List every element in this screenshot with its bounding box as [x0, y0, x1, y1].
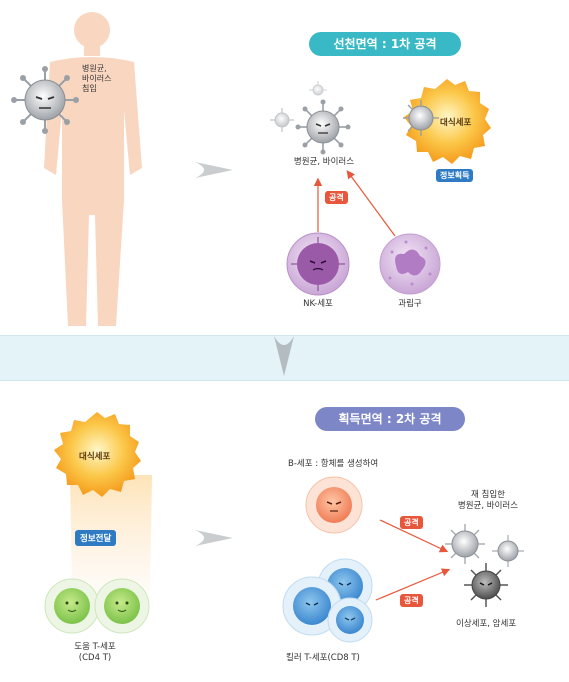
pathogen-label: 병원균, 바이러스 — [293, 157, 355, 167]
attack-arrow — [346, 170, 396, 237]
info-transfer-badge: 정보전달 — [75, 530, 117, 546]
helper-t-cell-icon — [44, 578, 100, 634]
attack-arrow — [375, 568, 451, 601]
down-chevron-icon — [274, 336, 294, 376]
acquired-immunity-title: 획득면역 : 2차 공격 — [315, 407, 465, 431]
abnormal-cell-label: 이상세포, 암세포 — [456, 619, 517, 629]
virus-icon — [445, 524, 485, 564]
attack-badge-bcell: 공격 — [400, 516, 423, 529]
innate-immunity-title: 선천면역 : 1차 공격 — [309, 32, 461, 56]
nk-cell-icon — [286, 232, 350, 296]
macrophage-icon — [54, 412, 141, 497]
killer-t-cell-icon — [327, 597, 373, 643]
virus-icon — [11, 66, 79, 134]
virus-icon — [309, 81, 327, 96]
attack-arrow — [379, 519, 449, 553]
virus-icon — [492, 535, 524, 567]
killer-t-cell-icon — [282, 576, 342, 636]
b-cell-label: B-세포 : 항체를 생성하여 — [288, 459, 379, 469]
b-cell-icon — [305, 476, 363, 534]
reinvading-pathogen-label: 재 침입한 병원균, 바이러스 — [457, 490, 519, 511]
attack-badge-killer: 공격 — [400, 594, 423, 607]
right-chevron-icon — [195, 530, 233, 546]
killer-t-cell-label: 킬러 T-세포(CD8 T) — [286, 653, 360, 663]
virus-icon — [295, 99, 351, 155]
granulocyte-label: 과립구 — [398, 299, 422, 309]
human-body-figure — [44, 12, 142, 326]
helper-t-cell-label: 도움 T-세포 (CD4 T) — [74, 642, 116, 663]
section-divider-top — [0, 335, 569, 336]
body-invasion-label: 병원균, 바이러스 침입 — [82, 64, 112, 93]
section-divider-bottom — [0, 380, 569, 381]
macrophage-icon — [404, 79, 491, 164]
attack-badge-top: 공격 — [325, 191, 348, 204]
right-chevron-icon — [195, 162, 233, 178]
nk-cell-label: NK-세포 — [303, 299, 333, 309]
macrophage-label-bottom: 대식세포 — [79, 452, 111, 462]
helper-t-cell-icon — [94, 578, 150, 634]
info-acquire-badge: 정보획득 — [436, 169, 474, 182]
granulocyte-icon — [379, 233, 441, 295]
virus-icon — [403, 100, 439, 136]
virus-icon — [270, 108, 294, 132]
macrophage-label-top: 대식세포 — [440, 118, 472, 128]
virus-icon — [464, 563, 508, 607]
